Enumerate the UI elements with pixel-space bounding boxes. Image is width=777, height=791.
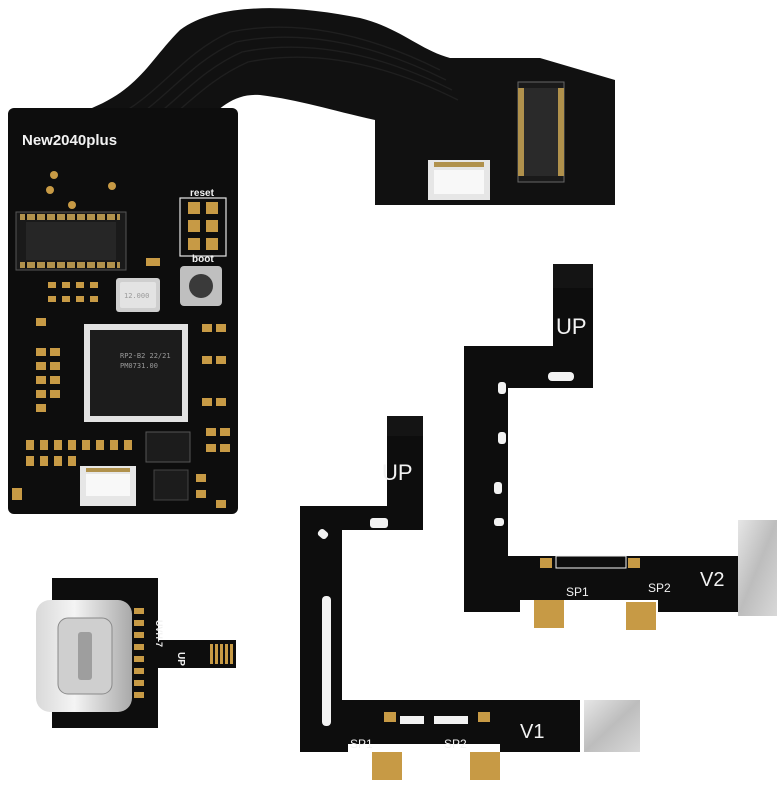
svg-text:12.000: 12.000 <box>124 292 149 300</box>
v1-up-label: UP <box>382 460 413 485</box>
usb-c-port <box>36 600 132 712</box>
flex-board-v2: UP SP1 SP2 V2 <box>464 264 777 630</box>
v2-up-label: UP <box>556 314 587 339</box>
svg-text:RP2-B2 22/21: RP2-B2 22/21 <box>120 352 171 360</box>
flex-board-v1: UP SP1 SP2 V1 <box>300 416 640 780</box>
ribbon-end-connector <box>428 81 565 200</box>
v1-sp2-label: SP2 <box>444 737 467 751</box>
main-chip: RP2-B2 22/21 PM0731.00 <box>84 324 188 422</box>
v1-metal-tab <box>584 700 640 752</box>
board-small-connector <box>80 466 136 506</box>
brand-label: New2040plus <box>22 132 117 149</box>
v2-sp2-label: SP2 <box>648 581 671 595</box>
v1-version-label: V1 <box>520 721 544 743</box>
v2-sp1-label: SP1 <box>566 585 589 599</box>
flex-ribbon <box>92 8 615 206</box>
crystal-oscillator: 12.000 <box>116 278 160 312</box>
boot-button-component <box>180 266 222 306</box>
v1-sp1-label: SP1 <box>350 737 373 751</box>
v2-metal-tab <box>738 520 777 616</box>
svg-text:PM0731.00: PM0731.00 <box>120 362 158 370</box>
board-connector-top <box>15 211 127 271</box>
boot-label: boot <box>192 254 214 265</box>
v2-version-label: V2 <box>700 569 724 591</box>
usb-up-label: UP <box>175 652 186 666</box>
main-board: New2040plus <box>8 8 615 514</box>
usb-c-board: UVH-7 UP <box>36 578 236 728</box>
usb-version-label: UVH-7 <box>154 620 164 647</box>
reset-label: reset <box>190 188 215 199</box>
